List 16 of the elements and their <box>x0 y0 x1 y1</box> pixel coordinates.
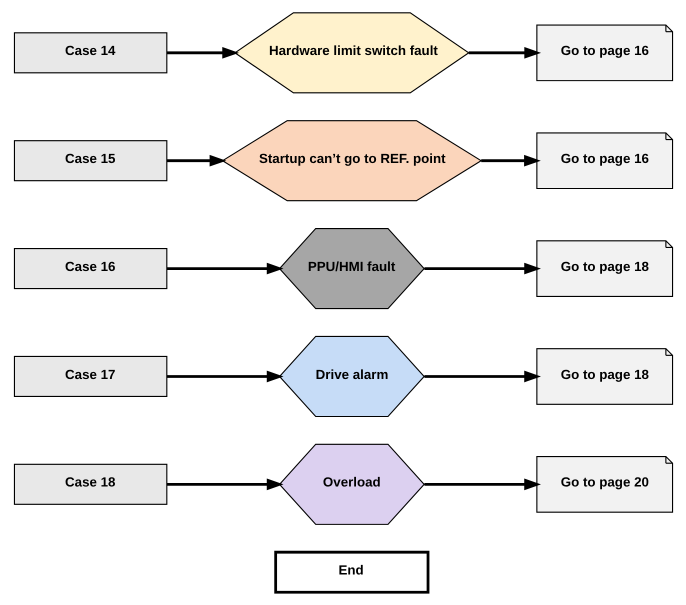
node-box: Case 18 <box>13 464 167 505</box>
node-box: Case 14 <box>13 32 167 74</box>
arrow <box>166 46 238 59</box>
node-box: Case 16 <box>13 248 167 290</box>
node-box: Case 17 <box>13 356 167 398</box>
arrow <box>166 370 283 382</box>
arrow <box>166 478 283 490</box>
node-box: End <box>274 550 429 594</box>
arrow <box>480 154 540 167</box>
arrow <box>468 46 541 59</box>
arrow <box>424 262 540 274</box>
arrow <box>166 262 283 274</box>
arrow <box>166 154 226 167</box>
node-box: Case 15 <box>13 140 167 182</box>
arrow <box>424 478 540 490</box>
arrow <box>424 370 540 382</box>
